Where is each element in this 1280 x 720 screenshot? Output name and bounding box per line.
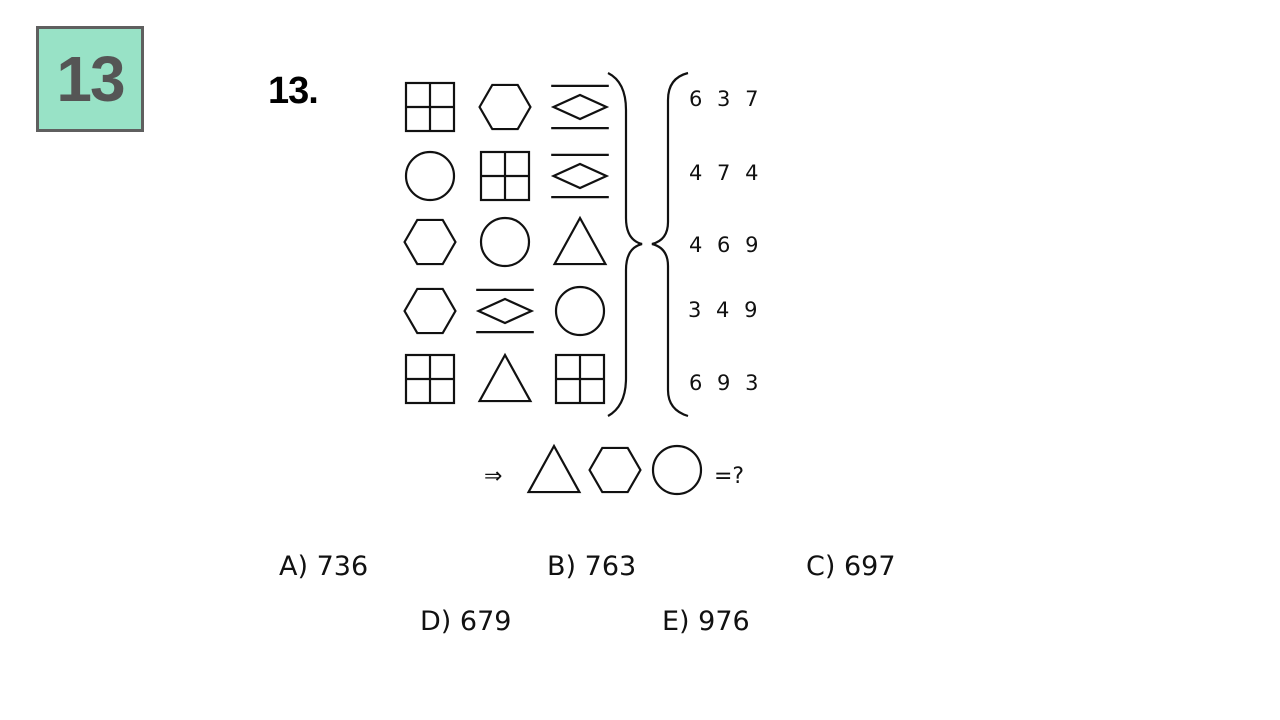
- circle-icon: [479, 216, 531, 268]
- right-bracket: [607, 72, 643, 417]
- square-cross-icon: [554, 353, 606, 405]
- triangle-icon: [526, 443, 582, 494]
- code-row-1: 6 3 7: [689, 87, 763, 111]
- triangle-icon: [477, 352, 533, 403]
- implies-arrow: ⇒: [484, 464, 503, 489]
- triangle-icon: [552, 215, 608, 266]
- hexagon-icon: [403, 287, 457, 335]
- hexagon-icon: [478, 83, 532, 131]
- option-d[interactable]: D) 679: [420, 606, 512, 637]
- diamond-lines-icon: [475, 288, 535, 334]
- hexagon-icon: [403, 218, 457, 266]
- option-e[interactable]: E) 976: [662, 606, 750, 637]
- hexagon-icon: [588, 446, 642, 494]
- code-row-3: 4 6 9: [689, 233, 763, 257]
- circle-icon: [554, 285, 606, 337]
- question-number-badge: 13: [36, 26, 144, 132]
- circle-icon: [404, 150, 456, 202]
- code-row-2: 4 7 4: [689, 161, 763, 185]
- query-question: =?: [714, 464, 745, 489]
- option-b[interactable]: B) 763: [547, 551, 637, 582]
- square-cross-icon: [479, 150, 531, 202]
- option-c[interactable]: C) 697: [806, 551, 896, 582]
- option-a[interactable]: A) 736: [279, 551, 369, 582]
- circle-icon: [651, 444, 703, 496]
- diamond-lines-icon: [550, 84, 610, 130]
- shape-grid: [403, 81, 610, 405]
- question-label: 13.: [268, 70, 319, 112]
- square-cross-icon: [404, 353, 456, 405]
- diamond-lines-icon: [550, 153, 610, 199]
- query-shapes: [526, 443, 703, 496]
- code-row-5: 6 9 3: [689, 371, 763, 395]
- code-row-4: 3 4 9: [688, 298, 762, 322]
- badge-number: 13: [56, 43, 125, 115]
- square-cross-icon: [404, 81, 456, 133]
- left-brace: [651, 71, 689, 418]
